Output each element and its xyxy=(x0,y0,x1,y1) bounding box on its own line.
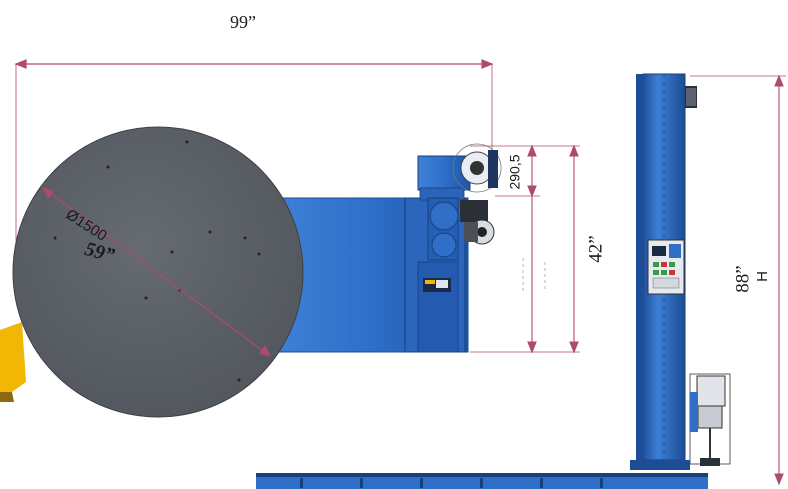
carriage-arm xyxy=(488,150,498,188)
diameter-dimension xyxy=(41,187,272,357)
control-panel xyxy=(647,239,685,295)
tower-height-dimension xyxy=(690,74,786,486)
offset-mm-label: 290,5 xyxy=(506,154,523,190)
base-plinth xyxy=(630,460,690,470)
lift-motor-assembly xyxy=(689,373,731,466)
height-symbol-label: H xyxy=(753,271,771,282)
machine-column-slot xyxy=(417,261,459,353)
height-dimensions xyxy=(470,144,580,354)
yellow-accent-shadow xyxy=(0,392,14,402)
warning-label-stripe xyxy=(425,280,435,284)
table-height-label: 42” xyxy=(585,235,607,263)
turntable-disk xyxy=(12,126,304,418)
drive-motor-group xyxy=(427,197,495,261)
film-roll-core xyxy=(470,161,484,175)
warning-label-text-block xyxy=(436,280,448,288)
film-roll-outline xyxy=(452,143,502,193)
base-strip-edge xyxy=(256,473,708,477)
yellow-accent-shape xyxy=(0,322,26,392)
overall-width-label: 99” xyxy=(230,12,256,32)
turntable-bolts xyxy=(53,140,261,382)
tower-height-label: 88” xyxy=(732,265,754,293)
base-strip-ribs xyxy=(300,478,603,488)
